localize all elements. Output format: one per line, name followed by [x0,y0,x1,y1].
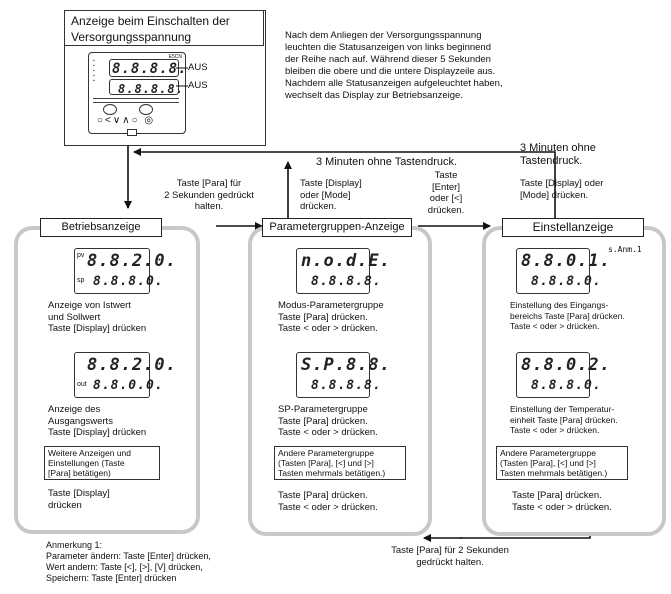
device-display-bottom: 8.8.8.8. [109,79,183,96]
settings-title: Einstellanzeige [502,218,644,237]
betrieb-lcd-1-bottom: 8.8.8.0. [93,274,164,289]
betrieb-note: Weitere Anzeigen und Einstellungen (Tast… [44,446,160,480]
startup-description: Nach dem Anliegen der Versorgungsspannun… [285,30,503,101]
label-enter-keys: Taste [Enter] oder [<] drücken. [427,170,465,216]
param-title: Parametergruppen-Anzeige [262,218,412,237]
mode-button[interactable] [139,104,153,115]
controller-device: E5CN ▪▪▪▪▪ 8.8.8.8. 8.8.8.8. ○<∨∧○ ◎ [88,52,186,136]
device-key-row: ○<∨∧○ ◎ [97,115,156,126]
settings-lcd-2-bottom: 8.8.8.0. [531,378,602,393]
param-lcd-2: S.P.8.8. 8.8.8.8. [296,352,390,398]
footnote: Anmerkung 1: Parameter ändern: Taste [En… [46,540,211,583]
param-desc-3: Taste [Para] drücken. Taste < oder > drü… [278,490,378,513]
param-lcd-2-top: S.P.8.8. [301,355,391,375]
betrieb-lcd-1-top: 8.8.2.0. [87,251,177,271]
label-param-return: Taste [Display] oder [Mode] drücken. [300,178,362,212]
settings-lcd-1: 8.8.0.1. 8.8.8.0. [516,248,610,294]
label-3min-right: 3 Minuten ohne Tastendruck. [520,142,596,167]
device-model-label: E5CN [168,54,182,60]
settings-lcd-2-top: 8.8.0.2. [521,355,611,375]
settings-desc-1: Einstellung des Eingangs- bereichs Taste… [510,300,625,331]
betrieb-desc-2: Anzeige des Ausgangswerts Taste [Display… [48,404,147,438]
startup-title: Anzeige beim Einschalten der Versorgungs… [64,10,264,46]
label-3min-center: 3 Minuten ohne Tastendruck. [316,156,458,168]
betrieb-desc-3: Taste [Display] drücken [48,488,110,511]
aus-leader-lines [176,67,188,87]
settings-note: Andere Parametergruppe (Tasten [Para], [… [496,446,628,480]
out-label: out [77,381,87,388]
betrieb-desc-1: Anzeige von Istwert und Sollwert Taste [… [48,300,147,334]
param-lcd-2-bottom: 8.8.8.8. [311,378,382,393]
param-desc-1: Modus-Parametergruppe Taste [Para] drück… [278,300,384,334]
settings-ref-note: s.Anm.1 [608,245,642,254]
label-to-param: Taste [Para] für 2 Sekunden gedrückt hal… [164,178,254,212]
betrieb-lcd-2-top: 8.8.2.0. [87,355,177,375]
device-connector [127,129,137,136]
display-button[interactable] [103,104,117,115]
startup-label-aus-bottom: AUS [188,80,208,91]
startup-label-aus-top: AUS [188,62,208,73]
betrieb-title: Betriebsanzeige [40,218,162,237]
label-settings-return: Taste [Display] oder [Mode] drücken. [520,178,604,201]
betrieb-lcd-2: out 8.8.2.0. 8.8.0.0. [74,352,176,398]
settings-lcd-2: 8.8.0.2. 8.8.8.0. [516,352,610,398]
status-leds: ▪▪▪▪▪ [93,58,95,84]
settings-desc-2: Einstellung der Temperatur- einheit Tast… [510,404,618,435]
param-lcd-1-top: n.o.d.E. [301,251,391,271]
param-note: Andere Parametergruppe (Tasten [Para], [… [274,446,406,480]
device-display-top: 8.8.8.8. [109,59,186,77]
settings-desc-3: Taste [Para] drücken. Taste < oder > drü… [512,490,612,513]
settings-lcd-1-top: 8.8.0.1. [521,251,611,271]
betrieb-lcd-1: pv sp 8.8.2.0. 8.8.8.0. [74,248,176,294]
pv-label: pv [77,252,85,259]
sp-label: sp [77,277,85,284]
param-lcd-1-bottom: 8.8.8.8. [311,274,382,289]
settings-lcd-1-bottom: 8.8.8.0. [531,274,602,289]
label-bottom-hold: Taste [Para] für 2 Sekunden gedrückt hal… [391,545,509,568]
param-lcd-1: n.o.d.E. 8.8.8.8. [296,248,390,294]
betrieb-lcd-2-bottom: 8.8.0.0. [93,378,164,393]
device-divider [93,98,179,103]
param-desc-2: SP-Parametergruppe Taste [Para] drücken.… [278,404,378,438]
